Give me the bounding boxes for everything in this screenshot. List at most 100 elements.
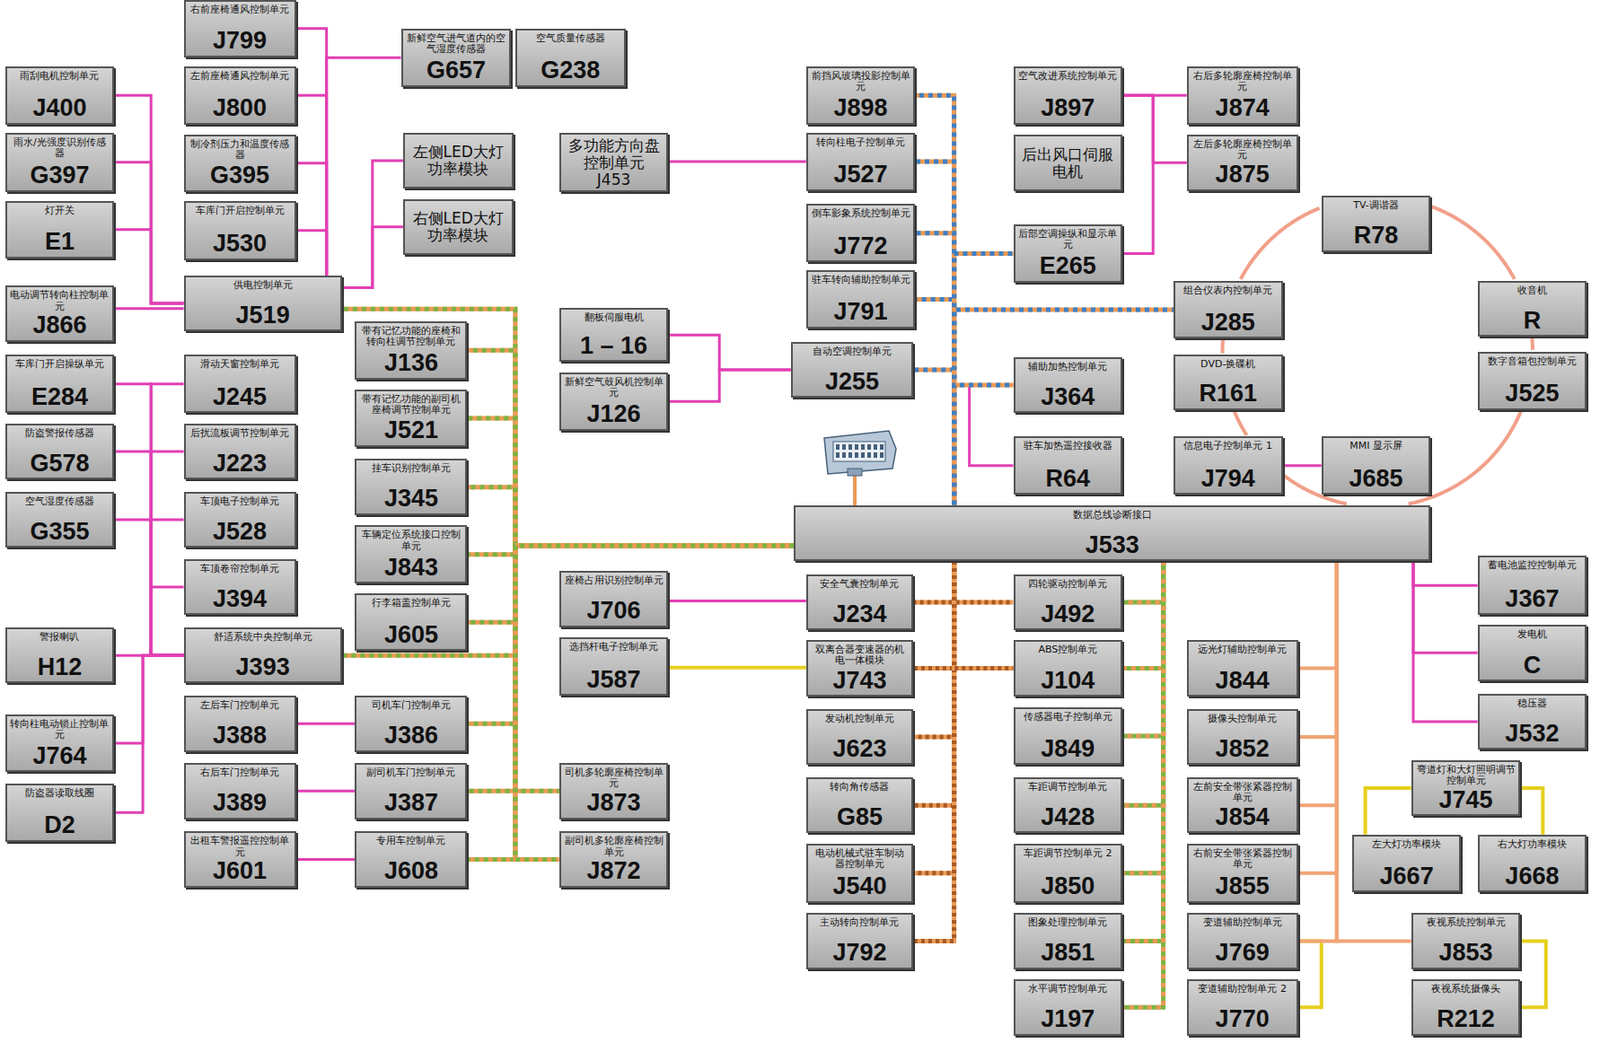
bus-line: [1298, 940, 1322, 1008]
unit-code: J769: [1215, 940, 1270, 967]
control-unit-box: 辅助加热控制单元J364: [1013, 357, 1124, 414]
unit-name: 图象处理控制单元: [1028, 917, 1108, 929]
unit-code: J528: [212, 519, 267, 546]
control-unit-box: 主动转向控制单元J792: [806, 913, 914, 970]
connector-pin: [848, 452, 853, 458]
unit-code: J223: [212, 451, 267, 477]
unit-name: 右侧LED大灯功率模块: [407, 210, 510, 245]
bus-line: [1240, 208, 1320, 280]
control-unit-box: 信息电子控制单元 1J794: [1173, 436, 1284, 495]
control-unit-box: 双离合器变速器的机电一体模块J743: [806, 640, 914, 698]
bus-stroke: [1122, 561, 1163, 874]
unit-code: J521: [384, 418, 439, 444]
bus-line: [1122, 561, 1163, 603]
unit-name: 自动空调控制单元: [812, 346, 892, 358]
bus-line: [954, 253, 1014, 505]
bus-line: [1122, 561, 1163, 806]
unit-name: 空气湿度传感器: [25, 496, 95, 508]
bus-stroke: [515, 545, 794, 792]
bus-stroke: [913, 561, 954, 941]
unit-code: J849: [1040, 737, 1095, 763]
bus-stroke: [466, 350, 794, 546]
unit-code: J400: [32, 96, 87, 122]
unit-name: 转向柱电动锁止控制单元: [9, 719, 111, 742]
unit-name: 变道辅助控制单元 2: [1197, 984, 1287, 995]
control-unit-box: 变道辅助控制单元 2J770: [1186, 979, 1299, 1037]
unit-code: R212: [1436, 1007, 1495, 1033]
bus-line: [668, 369, 791, 402]
bus-stroke: [1122, 561, 1163, 941]
unit-code: J851: [1040, 940, 1095, 967]
unit-code: J897: [1040, 96, 1095, 122]
control-unit-box: 发动机控制单元J623: [806, 709, 914, 766]
bus-stroke: [150, 384, 184, 656]
unit-name: 驻车转向辅助控制单元: [811, 274, 911, 286]
control-unit-box: 选挡杆电子控制单元J587: [559, 637, 669, 696]
control-unit-box: 图象处理控制单元 J851: [1013, 913, 1124, 970]
bus-line: [668, 600, 806, 602]
control-unit-box: 收音机R: [1477, 281, 1588, 338]
unit-name: 带有记忆功能的座椅和转向柱调节控制单元: [359, 325, 463, 349]
control-unit-box: 后扰流板调节控制单元J223: [184, 423, 297, 481]
bus-stroke: [114, 384, 184, 656]
unit-code: J874: [1215, 96, 1270, 122]
control-unit-box: 雨刮电机控制单元J400: [5, 66, 115, 125]
unit-code: G85: [836, 805, 883, 831]
bus-stroke: [296, 163, 327, 276]
unit-name: 警报喇叭: [39, 632, 80, 643]
control-unit-box: 右前座椅通风控制单元J799: [184, 0, 297, 58]
bus-line: [515, 545, 794, 860]
bus-stroke: [954, 561, 1014, 669]
control-unit-box: 左侧LED大灯功率模块: [403, 132, 514, 190]
control-unit-box: MMI 显示屏J685: [1321, 436, 1432, 495]
unit-name: 双离合器变速器的机电一体模块: [810, 644, 909, 668]
control-unit-box: 左后车门控制单元J388: [184, 695, 297, 753]
control-unit-box: 安全气囊控制单元J234: [806, 574, 914, 632]
control-unit-box: 发电机C: [1477, 624, 1588, 683]
bus-stroke: [1365, 788, 1412, 836]
unit-code: J136: [384, 351, 439, 377]
bus-line: [954, 561, 1014, 603]
control-unit-box: 稳压器J532: [1477, 694, 1588, 751]
unit-name: 左前座椅通风控制单元: [190, 70, 290, 82]
control-unit-box: 雨水/光强度识别传感器G397: [5, 132, 115, 193]
control-unit-box: 夜视系统控制单元J853: [1411, 913, 1521, 970]
bus-line: [296, 28, 327, 276]
bus-stroke: [114, 229, 184, 304]
unit-code: J866: [32, 313, 87, 339]
bus-stroke: [1432, 206, 1515, 280]
bus-stroke: [114, 451, 184, 656]
unit-name: 副司机多轮廓座椅控制单元: [563, 835, 665, 859]
control-unit-box: 左前座椅通风控制单元J800: [184, 66, 297, 125]
control-unit-box: 副司机多轮廓座椅控制单元J872: [559, 831, 669, 888]
unit-code: J667: [1380, 864, 1434, 890]
bus-stroke: [1413, 561, 1478, 653]
unit-code: E1: [44, 229, 75, 255]
obd-connector-icon: [824, 430, 897, 476]
unit-name: DVD-换碟机: [1200, 359, 1256, 370]
unit-name: 前挡风玻璃投影控制单元: [810, 70, 912, 94]
bus-stroke: [954, 385, 1014, 506]
unit-code: J852: [1215, 737, 1270, 763]
bus-stroke: [1240, 208, 1320, 280]
bus-stroke: [114, 519, 184, 656]
unit-name: 车库门开启控制单元: [195, 205, 285, 217]
bus-stroke: [1122, 95, 1153, 254]
connector-pin: [842, 444, 846, 450]
bus-line: [1520, 788, 1543, 836]
control-unit-box: 后出风口伺服电机: [1013, 134, 1124, 192]
unit-code: J540: [832, 874, 887, 900]
bus-stroke: [466, 418, 794, 546]
connector-pin: [835, 444, 840, 450]
unit-code: J533: [1085, 533, 1140, 559]
bus-line: [1122, 95, 1153, 254]
unit-name: 车顶电子控制单元: [200, 496, 280, 508]
unit-code: J386: [384, 723, 439, 749]
unit-name: 防盗器读取线圈: [25, 788, 95, 800]
bus-stroke: [913, 561, 954, 738]
bus-stroke: [114, 307, 184, 310]
bus-line: [668, 161, 806, 163]
bus-stroke: [954, 561, 1014, 603]
unit-name: 四轮驱动控制单元: [1028, 579, 1108, 590]
unit-code: J794: [1201, 466, 1256, 493]
